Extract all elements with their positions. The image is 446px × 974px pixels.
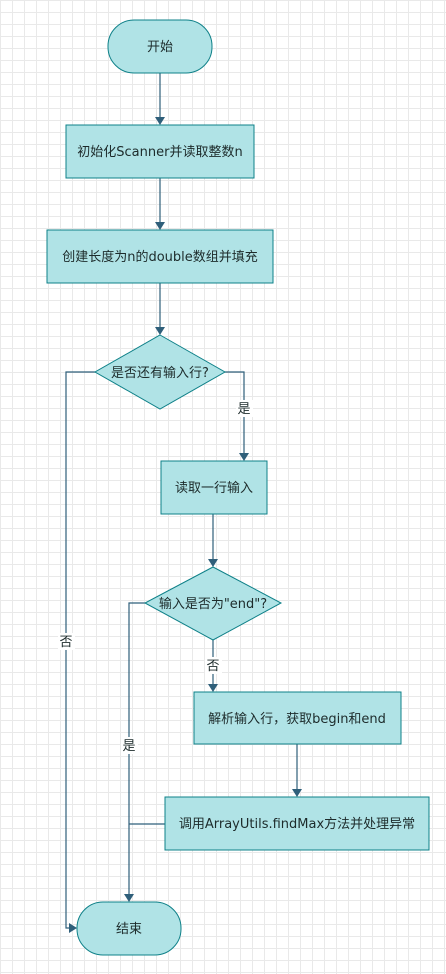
end-label: 结束 [116,922,142,937]
arrowhead [155,222,165,230]
arrowhead [208,684,218,692]
create-array-node [46,229,274,284]
is-end-label: 输入是否为"end"? [159,596,267,612]
arrowhead [69,923,77,933]
arrowhead [292,789,302,797]
arrowhead [239,453,249,461]
start-node [107,19,213,74]
arrowhead [155,117,165,125]
arrowhead [155,327,165,335]
arrowhead [208,559,218,567]
parse-line-node [193,691,402,745]
init-scanner-label: 初始化Scanner并读取整数n [77,145,242,160]
read-line-label: 读取一行输入 [175,480,253,496]
create-array-label: 创建长度为n的double数组并填充 [62,249,258,265]
edge-label-yes-more-lines: 是 [237,402,250,417]
call-findmax-label: 调用ArrayUtils.findMax方法并处理异常 [179,816,415,832]
is-end-decision [143,566,283,641]
edge-is-end-yes [128,602,145,894]
edge-label-not-end: 否 [206,659,219,674]
arrowhead [124,894,134,902]
call-findmax-node [164,796,430,851]
edge-has-more-yes [225,371,245,453]
edge-label-bg [58,633,75,650]
edge-label-bg [236,400,253,417]
end-node [76,901,182,956]
has-more-lines-label: 是否还有输入行? [111,365,209,381]
init-scanner-node [65,124,255,179]
parse-line-label: 解析输入行，获取begin和end [208,711,386,727]
edge-label-bg [121,737,138,754]
read-line-node [160,460,268,515]
has-more-lines-decision [93,334,227,410]
edge-label-bg [205,657,222,674]
edge-label-is-end-yes: 是 [122,739,135,754]
start-label: 开始 [147,40,173,55]
edge-label-no-more-lines: 否 [59,635,72,650]
